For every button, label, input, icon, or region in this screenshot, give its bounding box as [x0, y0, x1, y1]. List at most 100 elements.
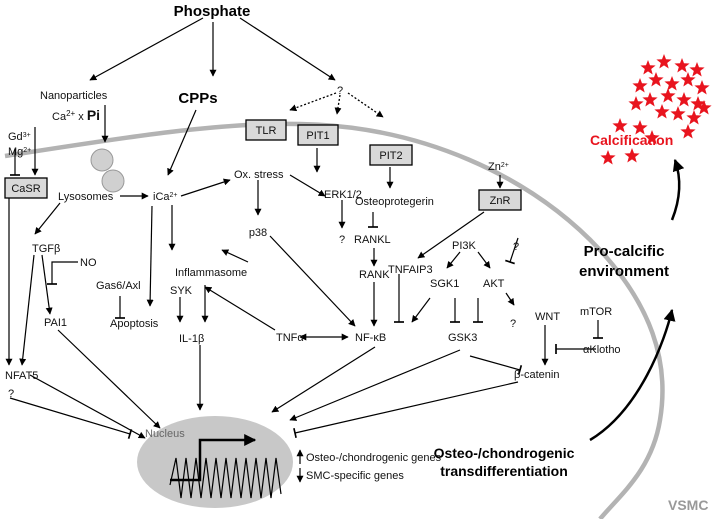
label-nucleus: Nucleus [145, 428, 185, 440]
label-tgfb: TGFβ [32, 243, 60, 255]
arrow-oxstress-erk [289, 174, 326, 197]
label-pit1: PIT1 [306, 130, 329, 142]
dotted-arrow-pit1 [334, 94, 342, 115]
label-pro-calcific-1: Pro-calcific [584, 243, 665, 260]
label-akt-unknown: ? [510, 318, 516, 330]
inhibition-unknown-nucleus [9, 397, 133, 440]
dotted-arrow-pit2 [347, 92, 384, 118]
pit2-box [369, 144, 413, 166]
label-pit2: PIT2 [379, 150, 402, 162]
arrow-nfat5-nucleus [29, 374, 146, 439]
label-tnfa: TNFα [276, 332, 304, 344]
znr-box [478, 189, 522, 211]
label-sgk1: SGK1 [430, 278, 459, 290]
arrow-nfkb-nucleus [271, 346, 376, 413]
arrow-tnfa-inflammasome [204, 286, 276, 331]
star-icon [644, 130, 660, 145]
label-nanoparticles: Nanoparticles [40, 90, 108, 102]
label-mtor: mTOR [580, 306, 612, 318]
star-icon [676, 92, 692, 107]
label-znr: ZnR [490, 195, 511, 207]
arrow-p38-nfkb [269, 235, 356, 327]
label-phosphate: Phosphate [174, 3, 251, 20]
arrow-pai1-nucleus [57, 329, 161, 429]
star-icon [664, 76, 680, 91]
arrow-cpps-ica [167, 109, 197, 176]
label-tlr: TLR [256, 125, 277, 137]
nanoparticle-vesicle [90, 148, 114, 172]
star-icon [648, 72, 664, 87]
label-smc-genes: SMC-specific genes [306, 470, 404, 482]
star-icon [600, 150, 616, 165]
arrow-phosphate-unknown [239, 17, 336, 81]
dotted-arrow-tlr [289, 92, 337, 112]
star-icon [660, 88, 676, 103]
dna-zigzag [169, 457, 282, 499]
label-osteo-genes: Osteo-/chondrogenic genes [306, 452, 442, 464]
label-casr: CaSR [11, 183, 40, 195]
label-zn: Zn2+ [488, 161, 509, 173]
star-icon [656, 54, 672, 69]
label-nfat5: NFAT5 [5, 370, 38, 382]
star-icon [628, 96, 644, 111]
label-mg: Mg2+ [8, 146, 31, 158]
label-ica: iCa2+ [153, 191, 178, 203]
casr-box [4, 177, 48, 199]
label-akt: AKT [483, 278, 505, 290]
inhibition-unknown-akt [504, 237, 519, 265]
tlr-box [245, 119, 287, 141]
label-inflammasome: Inflammasome [175, 267, 247, 279]
label-gas6: Gas6/Axl [96, 280, 141, 292]
star-icon [624, 148, 640, 163]
star-icon [686, 110, 702, 125]
label-calcification: Calcification [590, 132, 673, 148]
label-ca-x-pi: Ca2+ x Pi [52, 107, 100, 123]
arrow-akt-unknown [505, 292, 515, 306]
inhibition-no-pai1 [47, 261, 78, 285]
label-beta-catenin: β-catenin [514, 369, 559, 381]
arrow-transdiff-procalcific [589, 308, 676, 442]
label-no: NO [80, 257, 97, 269]
star-icon [640, 60, 656, 75]
label-erk: ERK1/2 [324, 189, 362, 201]
calcification-stars [600, 54, 712, 165]
star-icon [674, 58, 690, 73]
gene-expression-arrow [170, 434, 257, 482]
label-gd: Gd3+ [8, 131, 31, 143]
arrow-tgfb-nfat5 [19, 254, 35, 366]
label-transdiff-1: Osteo-/chondrogenic [434, 445, 575, 461]
arrow-ica-apoptosis [146, 205, 154, 307]
cell-membrane [4, 121, 665, 519]
arrow-ica-oxstress [180, 178, 231, 197]
label-il1b: IL-1β [179, 333, 204, 345]
star-icon [642, 92, 658, 107]
label-pi3k-unknown: ? [513, 241, 519, 253]
star-icon [670, 106, 686, 121]
arrow-p38-inflammasome [221, 249, 249, 263]
label-apoptosis: Apoptosis [110, 318, 159, 330]
arrow-pi3k-akt [477, 251, 491, 269]
label-ox-stress: Ox. stress [234, 169, 284, 181]
label-rank: RANK [359, 269, 390, 281]
arrow-sgk1-nfkb [411, 297, 431, 323]
label-lysosomes: Lysosomes [58, 191, 114, 203]
label-tnfaip3: TNFAIP3 [388, 264, 433, 276]
arrow-procalcific-calcification [670, 158, 685, 221]
arrow-znr-tnfaip3 [417, 211, 485, 259]
label-cpps: CPPs [178, 90, 217, 107]
star-icon [680, 72, 696, 87]
star-icon [680, 124, 696, 139]
label-unknown-top: ? [337, 85, 343, 97]
star-icon [689, 62, 705, 77]
inhibition-bcatenin-nucleus [293, 381, 519, 439]
label-osteoprotegerin: Osteoprotegerin [355, 196, 434, 208]
star-icon [654, 104, 670, 119]
label-wnt: WNT [535, 311, 560, 323]
label-p38: p38 [249, 227, 267, 239]
label-rankl: RANKL [354, 234, 391, 246]
nanoparticle-vesicle [101, 169, 125, 193]
star-icon [632, 78, 648, 93]
star-icon [690, 96, 706, 111]
label-pi3k: PI3K [452, 240, 477, 252]
